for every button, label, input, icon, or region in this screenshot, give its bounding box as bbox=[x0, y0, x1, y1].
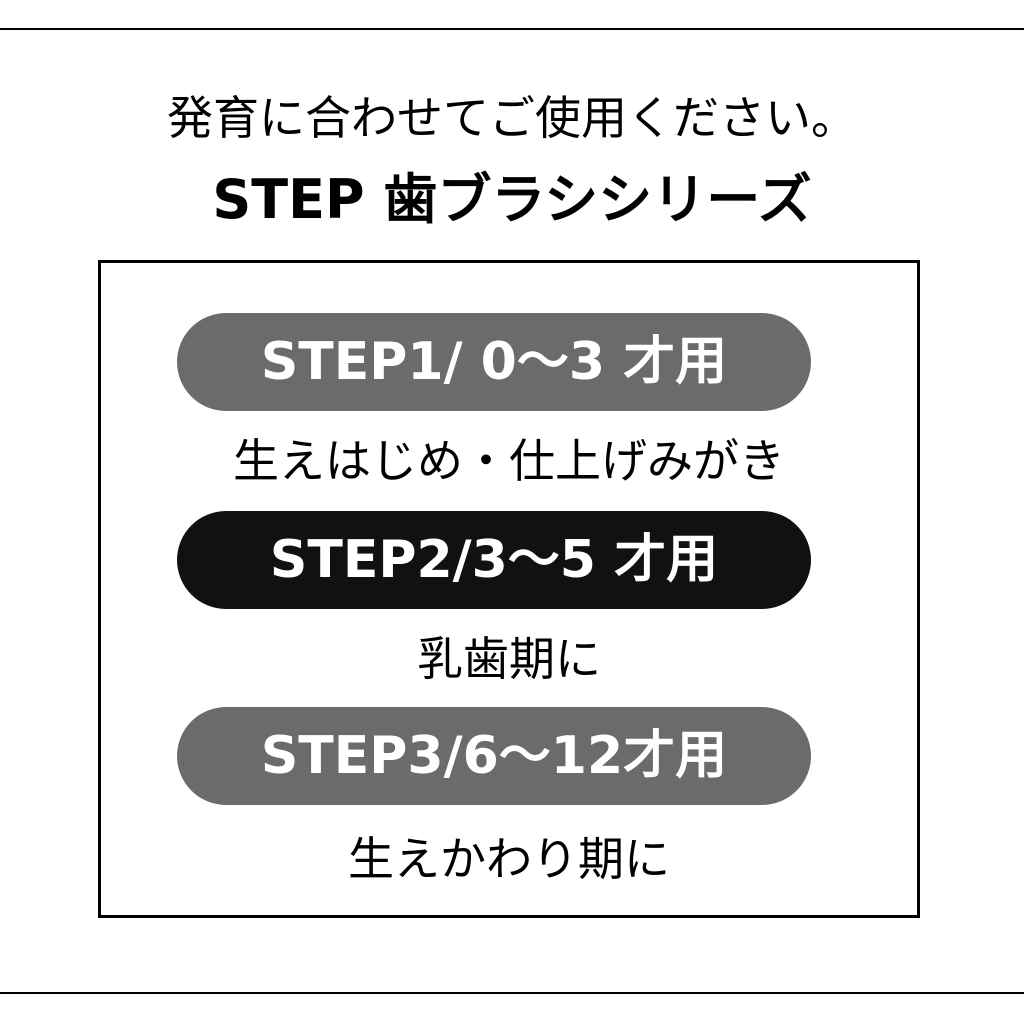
top-divider bbox=[0, 28, 1024, 30]
series-title: STEP 歯ブラシシリーズ bbox=[212, 168, 812, 231]
bottom-divider bbox=[0, 992, 1024, 994]
usage-note: 発育に合わせてご使用ください。 bbox=[167, 91, 857, 145]
step-1-badge: STEP1/ 0〜3 才用 bbox=[177, 313, 811, 411]
step-2-description: 乳歯期に bbox=[417, 632, 601, 686]
step-2-badge: STEP2/3〜5 才用 bbox=[177, 511, 811, 609]
step-1-description: 生えはじめ・仕上げみがき bbox=[233, 434, 785, 488]
step-3-badge: STEP3/6〜12才用 bbox=[177, 707, 811, 805]
step-3-description: 生えかわり期に bbox=[348, 832, 670, 886]
steps-frame: STEP1/ 0〜3 才用 生えはじめ・仕上げみがき STEP2/3〜5 才用 … bbox=[98, 260, 920, 918]
